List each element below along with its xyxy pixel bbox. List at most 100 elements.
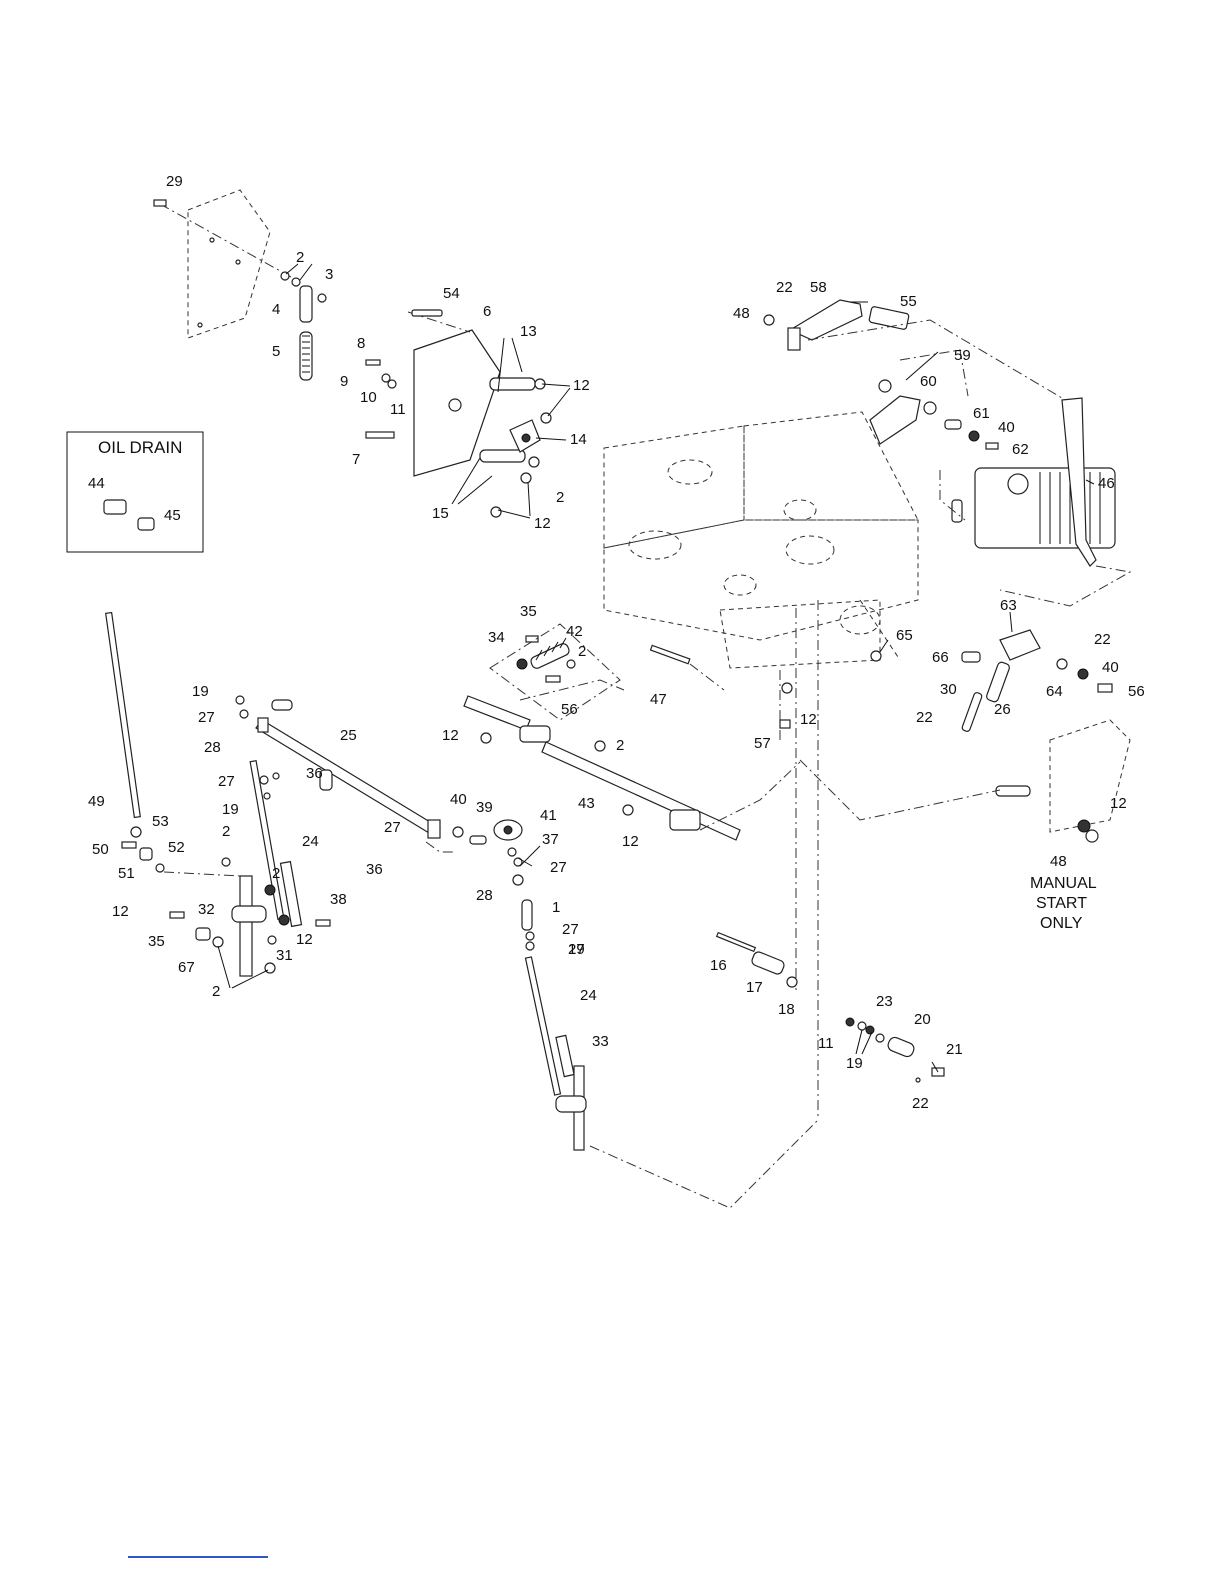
note-line: MANUAL [1030,875,1097,892]
callout-label: 3 [325,266,333,283]
callout-label: 12 [534,515,551,532]
callout-label: 55 [900,293,917,310]
callout-label: 2 [212,983,220,1000]
callout-label: 67 [178,959,195,976]
callout-label: 63 [1000,597,1017,614]
callout-label: 2 [222,823,230,840]
callout-label: 51 [118,865,135,882]
note-line: START [1036,895,1087,912]
rod-16-assembly [715,931,945,1083]
callout-label: 13 [520,323,537,340]
callout-label: 62 [1012,441,1029,458]
callout-label: 58 [810,279,827,296]
callout-label: 19 [222,801,239,818]
callout-label: 24 [580,987,597,1004]
callout-label: 21 [946,1041,963,1058]
callout-label: 42 [566,623,583,640]
callout-label: 56 [1128,683,1145,700]
callout-label: 11 [818,1035,834,1052]
callout-label: 26 [994,701,1011,718]
right-linkage [799,629,1131,843]
callout-label: 30 [940,681,957,698]
callout-label: 2 [616,737,624,754]
callout-label: 2 [296,249,304,266]
callout-label: 12 [573,377,590,394]
callout-label: 12 [442,727,459,744]
callout-label: 22 [916,709,933,726]
callout-label: 1 [552,899,560,916]
rod-47 [649,644,725,691]
center-governor [425,600,819,1209]
footer-link-underline[interactable] [128,1556,268,1558]
callout-label: 27 [568,941,585,958]
callout-label: 27 [218,773,235,790]
callout-label: 45 [164,507,181,524]
callout-label: 32 [198,901,215,918]
upper-right-assembly [763,299,1132,607]
callout-label: 7 [352,451,360,468]
callout-label: 12 [296,931,313,948]
callout-label: 27 [198,709,215,726]
callout-label: 37 [542,831,559,848]
callout-label: 64 [1046,683,1063,700]
callout-label: 56 [561,701,578,718]
center-lever-43 [463,679,801,841]
callout-label: 2 [578,643,586,660]
callout-label: 36 [306,765,323,782]
callout-label: 11 [390,401,406,418]
leader-lines [217,263,1095,1073]
callout-label: 33 [592,1033,609,1050]
callout-label: 40 [450,791,467,808]
callout-label: 8 [357,335,365,352]
callout-label: 44 [88,475,105,492]
callout-label: 35 [520,603,537,620]
callout-label: 35 [148,933,165,950]
callout-label: 49 [88,793,105,810]
callout-label: 65 [896,627,913,644]
callout-label: 20 [914,1011,931,1028]
callout-label: 22 [776,279,793,296]
callout-label: 6 [483,303,491,320]
callout-label: 40 [1102,659,1119,676]
callout-label: 29 [166,173,183,190]
manual-start-note: 48 MANUAL START ONLY [1030,853,1097,932]
callout-label: 61 [973,405,990,422]
oil-drain-inset: OIL DRAIN 44 45 [66,431,204,553]
callout-label: 59 [954,347,971,364]
left-bracket-plate [153,189,301,339]
callout-label: 2 [556,489,564,506]
spring-assembly [280,271,327,381]
callout-label: 39 [476,799,493,816]
callout-label: 36 [366,861,383,878]
callout-label: 66 [932,649,949,666]
callout-label: 12 [622,833,639,850]
callout-label: 28 [204,739,221,756]
callout-label: 18 [778,1001,795,1018]
callout-label: 23 [876,993,893,1010]
note-line: ONLY [1040,915,1083,932]
callout-label: 48 [1050,853,1067,870]
callout-label: 28 [476,887,493,904]
callout-label: 60 [920,373,937,390]
callout-label: 34 [488,629,505,646]
callout-label: 12 [112,903,129,920]
callout-label: 46 [1098,475,1115,492]
callout-label: 40 [998,419,1015,436]
callout-label: 19 [192,683,209,700]
callout-label: 54 [443,285,460,302]
callout-label: 10 [360,389,377,406]
rod-49 [105,611,241,877]
callout-label: 52 [168,839,185,856]
callout-label: 31 [276,947,293,964]
callout-label: 4 [272,301,280,318]
callout-label: 27 [562,921,579,938]
mounting-plate [365,309,552,518]
callout-label: 57 [754,735,771,752]
callout-label: 9 [340,373,348,390]
left-lever-bracket [169,857,331,977]
callout-label: 15 [432,505,449,522]
callout-label: 14 [570,431,587,448]
callout-label: 27 [384,819,401,836]
callout-label: 24 [302,833,319,850]
callout-label: 48 [733,305,750,322]
